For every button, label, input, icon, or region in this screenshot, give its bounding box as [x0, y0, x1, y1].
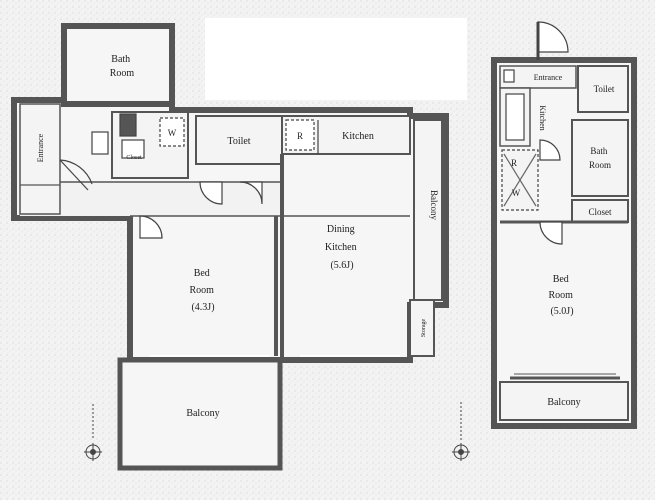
left-unit	[11, 23, 449, 471]
left-balcony-walls	[117, 357, 283, 471]
right-balcony-label: Balcony	[547, 397, 580, 408]
left-w-label: W	[168, 128, 177, 138]
right-entrance-label: Entrance	[534, 73, 563, 82]
right-toilet-label: Toilet	[594, 84, 615, 94]
right-closet-label: Closet	[588, 207, 612, 217]
compass-icon	[452, 402, 470, 461]
right-bed-room-label: Bed Room (5.0J)	[549, 274, 576, 317]
left-dining-kitchen-label: Dining Kitchen (5.6J)	[325, 224, 359, 271]
blank-area	[205, 18, 467, 100]
left-entrance-label: Entrance	[36, 133, 45, 162]
left-side-balcony-label: Balcony	[429, 190, 439, 220]
left-bed-room-label: Bed Room (4.3J)	[190, 268, 217, 313]
right-bath-room-label: Bath Room	[589, 146, 611, 170]
left-bath-room-walls	[61, 23, 175, 107]
right-r-label: R	[511, 158, 517, 168]
right-kitchen-label: Kitchen	[538, 105, 547, 130]
left-balcony-label: Balcony	[186, 408, 219, 419]
left-r-label: R	[297, 131, 303, 141]
left-bath-room-label: Bath Room	[110, 54, 135, 79]
right-w-label: W	[512, 188, 521, 198]
left-storage-label: Storage	[421, 318, 427, 337]
left-kitchen-label: Kitchen	[342, 131, 374, 142]
left-toilet-label: Toilet	[227, 136, 250, 147]
compass-icon	[84, 404, 102, 461]
right-unit	[491, 21, 637, 429]
left-closet-label: Closet	[126, 155, 142, 161]
